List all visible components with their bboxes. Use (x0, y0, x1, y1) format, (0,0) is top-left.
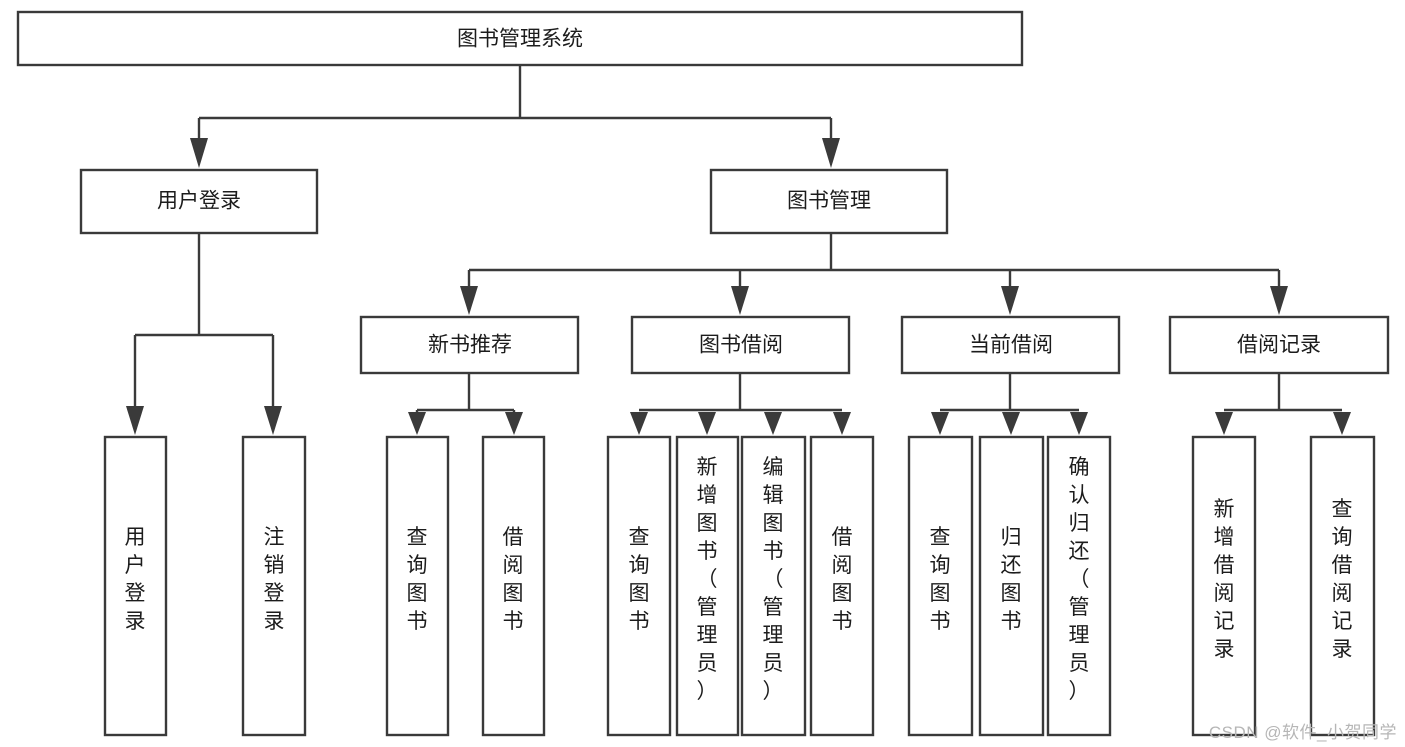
node-new-book-recommend[interactable]: 新书推荐 (359, 315, 580, 375)
node-new-book-recommend-label: 新书推荐 (428, 334, 512, 357)
leaf-node-borrow-book[interactable]: 借阅图书 (809, 435, 875, 737)
node-root-box[interactable] (16, 10, 1024, 67)
connector-user-login-to-leaves (126, 233, 282, 435)
node-root[interactable]: 图书管理系统 (16, 10, 1024, 67)
leaf-node-logout-login[interactable]: 注销登录 (241, 435, 307, 737)
leaf-borrow-book-rec-label: 借阅图书 (503, 526, 524, 633)
node-new-book-recommend-box[interactable] (359, 315, 580, 375)
node-book-manage[interactable]: 图书管理 (709, 168, 949, 235)
leaf-edit-book-admin-label: 编辑图书（管理员） (763, 456, 784, 703)
node-user-login-box[interactable] (79, 168, 319, 235)
leaf-user-login-label: 用户登录 (125, 526, 146, 633)
arrow-head-leaf-confirm-return-admin (1070, 412, 1088, 435)
leaf-node-add-book-admin[interactable]: 新增图书（管理员） (675, 435, 740, 737)
arrow-head-leaf-add-book-admin (698, 412, 716, 435)
arrow-head-book-borrow (731, 286, 749, 315)
connector-current-borrow-to-leaves (931, 373, 1088, 435)
node-user-login-label: 用户登录 (157, 190, 241, 213)
arrow-head-leaf-edit-book-admin (764, 412, 782, 435)
arrow-head-leaf-query-book-rec (408, 412, 426, 435)
arrow-head-leaf-add-borrow-record (1215, 412, 1233, 435)
leaf-query-book-borrow-label: 查询图书 (629, 526, 650, 633)
arrow-head-current-borrow (1001, 286, 1019, 315)
connector-book-borrow-to-leaves (630, 373, 851, 435)
leaf-node-query-book-cur[interactable]: 查询图书 (907, 435, 974, 737)
leaf-logout-login-label: 注销登录 (264, 526, 285, 633)
arrow-head-new-book (460, 286, 478, 315)
leaf-logout-login-box[interactable] (241, 435, 307, 737)
leaf-return-book-box[interactable] (978, 435, 1045, 737)
leaf-query-book-rec-label: 查询图书 (407, 526, 428, 633)
leaf-node-return-book[interactable]: 归还图书 (978, 435, 1045, 737)
node-book-borrow-box[interactable] (630, 315, 851, 375)
leaf-return-book-label: 归还图书 (1001, 526, 1022, 633)
arrow-head-leaf-logout-login (264, 406, 282, 435)
node-root-label: 图书管理系统 (457, 28, 583, 51)
leaf-borrow-book-label: 借阅图书 (832, 526, 853, 633)
arrow-head-leaf-query-book-borrow (630, 412, 648, 435)
leaf-node-query-book-borrow[interactable]: 查询图书 (606, 435, 672, 737)
leaf-node-confirm-return-admin[interactable]: 确认归还（管理员） (1046, 435, 1112, 737)
arrow-head-leaf-query-borrow-record (1333, 412, 1351, 435)
leaf-node-query-book-rec[interactable]: 查询图书 (385, 435, 450, 737)
node-current-borrow[interactable]: 当前借阅 (900, 315, 1121, 375)
leaf-user-login-box[interactable] (103, 435, 168, 737)
leaf-node-query-borrow-record[interactable]: 查询借阅记录 (1309, 435, 1376, 737)
leaf-borrow-book-rec-box[interactable] (481, 435, 546, 737)
leaf-borrow-book-box[interactable] (809, 435, 875, 737)
arrow-head-leaf-borrow-book (833, 412, 851, 435)
connector-new-book-to-leaves (408, 373, 523, 435)
node-book-borrow[interactable]: 图书借阅 (630, 315, 851, 375)
leaf-node-edit-book-admin[interactable]: 编辑图书（管理员） (740, 435, 807, 737)
leaf-node-user-login[interactable]: 用户登录 (103, 435, 168, 737)
node-borrow-record-label: 借阅记录 (1237, 334, 1321, 357)
arrow-head-borrow-record (1270, 286, 1288, 315)
leaf-confirm-return-admin-box[interactable] (1046, 435, 1112, 737)
arrow-head-user-login (190, 138, 208, 168)
connector-book-manage-to-level3 (460, 233, 1288, 315)
leaf-add-borrow-record-label: 新增借阅记录 (1214, 498, 1235, 661)
node-user-login[interactable]: 用户登录 (79, 168, 319, 235)
node-book-borrow-label: 图书借阅 (699, 334, 783, 357)
leaf-add-borrow-record-box[interactable] (1191, 435, 1257, 737)
node-borrow-record-box[interactable] (1168, 315, 1390, 375)
leaf-query-borrow-record-label: 查询借阅记录 (1332, 498, 1353, 661)
node-book-manage-box[interactable] (709, 168, 949, 235)
node-borrow-record[interactable]: 借阅记录 (1168, 315, 1390, 375)
leaf-query-book-cur-box[interactable] (907, 435, 974, 737)
arrow-head-leaf-borrow-book-rec (505, 412, 523, 435)
leaf-query-book-borrow-box[interactable] (606, 435, 672, 737)
node-book-manage-label: 图书管理 (787, 190, 871, 213)
connector-borrow-record-to-leaves (1215, 373, 1351, 435)
leaf-node-borrow-book-rec[interactable]: 借阅图书 (481, 435, 546, 737)
connector-root-to-level2 (190, 65, 840, 168)
leaf-node-add-borrow-record[interactable]: 新增借阅记录 (1191, 435, 1257, 737)
node-current-borrow-label: 当前借阅 (969, 334, 1053, 357)
node-current-borrow-box[interactable] (900, 315, 1121, 375)
leaf-add-book-admin-box[interactable] (675, 435, 740, 737)
leaf-query-borrow-record-box[interactable] (1309, 435, 1376, 737)
arrow-head-leaf-return-book (1002, 412, 1020, 435)
leaf-confirm-return-admin-label: 确认归还（管理员） (1069, 456, 1090, 703)
leaf-edit-book-admin-box[interactable] (740, 435, 807, 737)
leaf-add-book-admin-label: 新增图书（管理员） (697, 456, 718, 703)
leaf-query-book-cur-label: 查询图书 (930, 526, 951, 633)
arrow-head-book-manage (822, 138, 840, 168)
leaf-query-book-rec-box[interactable] (385, 435, 450, 737)
arrow-head-leaf-user-login (126, 406, 144, 435)
arrow-head-leaf-query-book-cur (931, 412, 949, 435)
